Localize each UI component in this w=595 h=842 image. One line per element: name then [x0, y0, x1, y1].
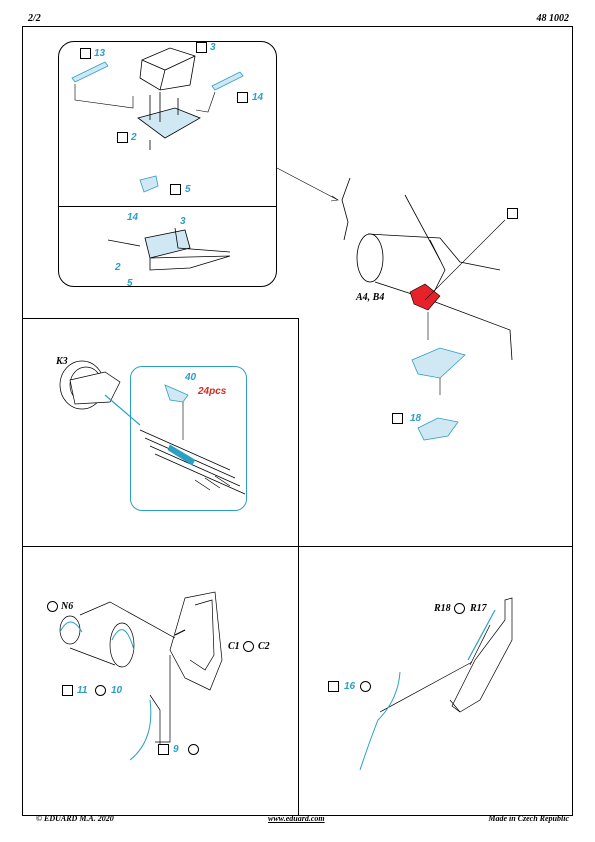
remove-part-icon — [507, 208, 518, 219]
fold-arrow-icon — [158, 744, 169, 755]
ref-r17: R17 — [470, 603, 487, 614]
part-10-label: 10 — [111, 685, 123, 696]
detail-part-2-label: 2 — [115, 262, 121, 273]
part-9-label: 9 — [173, 744, 179, 755]
quantity-label: 24pcs — [198, 386, 227, 397]
panel-d-drawing — [379, 597, 513, 713]
part-14-drawing — [211, 71, 244, 91]
fold-arrow-icon — [392, 413, 403, 424]
footer-website[interactable]: www.eduard.com — [268, 814, 325, 823]
divider-b-top — [22, 318, 299, 319]
divider-bottom-mid — [298, 546, 299, 816]
fold-arrow-icon — [328, 681, 339, 692]
detail-part-5-label: 5 — [127, 278, 133, 289]
part-2-label: 2 — [131, 132, 137, 143]
part-11-label: 11 — [77, 685, 88, 696]
part-5-label: 5 — [185, 184, 191, 195]
engine-k3-drawing — [59, 360, 121, 410]
ref-k3: K3 — [56, 356, 68, 367]
ref-a4-b4: A4, B4 — [356, 292, 385, 303]
part-16-assembled-drawing — [467, 609, 496, 661]
part-10-drawing — [111, 629, 135, 651]
part-18-drawing — [417, 417, 459, 441]
glue-icon — [188, 744, 199, 755]
part-18-label: 18 — [410, 413, 422, 424]
footer-origin: Made in Czech Republic — [488, 814, 569, 823]
anneal-icon — [47, 601, 58, 612]
footer-copyright: © EDUARD M.A. 2020 — [36, 814, 114, 823]
part-2-drawing — [137, 92, 201, 150]
ref-c1: C1 — [228, 641, 240, 652]
panel-a-divider — [58, 206, 277, 207]
part-9-drawing — [129, 699, 152, 761]
fold-arrow-icon — [62, 685, 73, 696]
fold-arrow-icon — [80, 48, 91, 59]
ref-c2: C2 — [258, 641, 270, 652]
part-40-assembled-drawing — [167, 444, 196, 466]
part-16-label: 16 — [344, 681, 356, 692]
glue-icon — [95, 685, 106, 696]
part-14-label: 14 — [252, 92, 264, 103]
page-frame — [22, 26, 573, 816]
part-3-drawing — [139, 47, 196, 91]
fold-arrow-icon — [237, 92, 248, 103]
anneal-icon — [243, 641, 254, 652]
fold-arrow-icon — [117, 132, 128, 143]
part-40-label: 40 — [185, 372, 197, 383]
header-rule — [22, 26, 573, 27]
ref-r18: R18 — [434, 603, 451, 614]
anneal-icon — [454, 603, 465, 614]
panel-c-drawing — [59, 591, 223, 745]
detail-view-drawing — [107, 227, 231, 271]
aircraft-nacelle-drawing — [341, 177, 513, 361]
fold-arrow-icon — [170, 184, 181, 195]
ref-n6: N6 — [61, 601, 74, 612]
part-18-assembled-drawing — [411, 347, 466, 379]
divider-b-right — [298, 318, 299, 546]
part-3-label: 3 — [210, 42, 216, 53]
panel-a-frame — [58, 41, 277, 287]
part-13-drawing — [71, 61, 109, 83]
paint-area-red — [409, 283, 441, 311]
page-number: 2/2 — [28, 13, 41, 24]
fold-arrow-icon — [196, 42, 207, 53]
glue-icon — [360, 681, 371, 692]
part-13-label: 13 — [94, 48, 106, 59]
panel-b-inset — [130, 366, 247, 511]
detail-part-3-label: 3 — [180, 216, 186, 227]
part-16-drawing — [359, 671, 401, 771]
divider-bottom — [22, 546, 573, 547]
part-5-drawing — [139, 175, 159, 193]
part-11-drawing — [59, 621, 83, 633]
product-code: 48 1002 — [536, 13, 570, 24]
part-40-drawing — [164, 384, 189, 403]
detail-part-14-label: 14 — [127, 212, 139, 223]
